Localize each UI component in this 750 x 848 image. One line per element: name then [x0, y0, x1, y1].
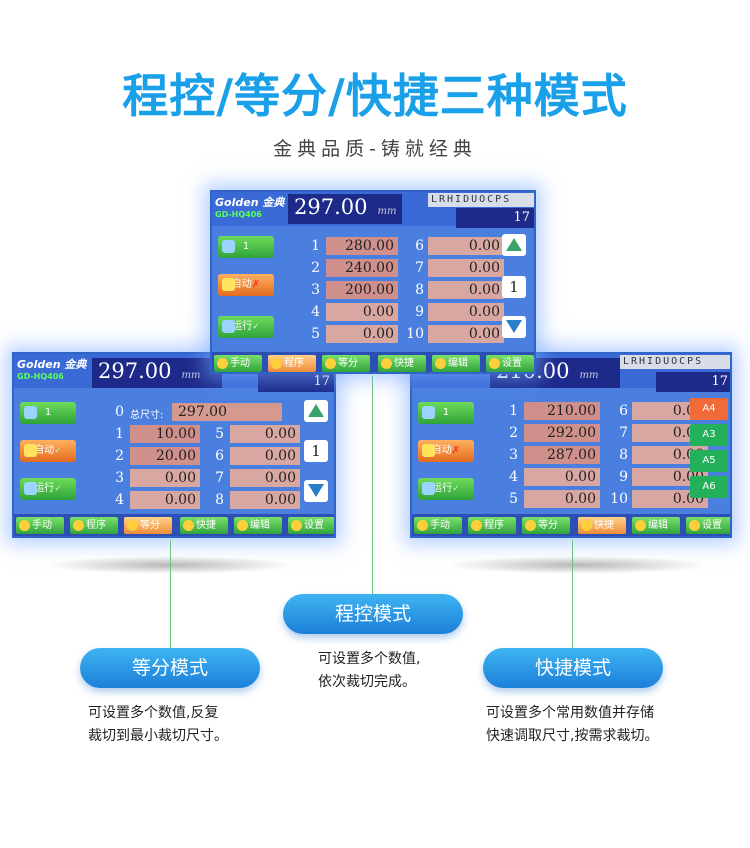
bottom-toolbar: 手动 程序 等分 快捷 编辑 设置: [14, 514, 334, 536]
down-arrow-button[interactable]: [502, 316, 526, 338]
monitor-icon: [422, 482, 435, 495]
tab-settings[interactable]: 设置: [686, 517, 730, 534]
down-arrow-icon: [308, 484, 324, 497]
connector-line: [572, 540, 573, 650]
screen-shadow-right: [445, 556, 710, 574]
tab-division[interactable]: 等分: [322, 355, 370, 372]
down-arrow-icon: [506, 320, 522, 333]
knife-icon: [24, 406, 37, 419]
brand-logo: Golden 金典 GD-HQ406: [17, 358, 87, 381]
shortcut-mode-label: 快捷模式: [483, 648, 663, 688]
tab-program[interactable]: 程序: [70, 517, 118, 534]
count-display: 17: [456, 208, 534, 228]
tab-division[interactable]: 等分: [124, 517, 172, 534]
run-button[interactable]: 运行✓: [418, 478, 474, 500]
count-display: 17: [656, 372, 730, 392]
tab-settings[interactable]: 设置: [288, 517, 334, 534]
page-title: 程控/等分/快捷三种模式: [122, 69, 628, 123]
auto-button[interactable]: 自动✗: [418, 440, 474, 462]
connector-line: [372, 376, 373, 594]
run-button[interactable]: 运行✓: [20, 478, 76, 500]
auto-icon: [222, 278, 235, 291]
tab-edit[interactable]: 编辑: [234, 517, 282, 534]
monitor-icon: [222, 320, 235, 333]
auto-icon: [422, 444, 435, 457]
knife-button[interactable]: 1: [20, 402, 76, 424]
paper-size-button[interactable]: A6: [690, 476, 728, 498]
total-size-row[interactable]: 0 总尺寸: 297.00: [110, 403, 290, 421]
tab-manual[interactable]: 手动: [214, 355, 262, 372]
shortcut-mode-desc: 可设置多个常用数值并存储 快速调取尺寸,按需求裁切。: [486, 705, 659, 744]
run-button[interactable]: 运行✓: [218, 316, 274, 338]
knife-icon: [222, 240, 235, 253]
step-button[interactable]: 1: [502, 276, 526, 298]
division-mode-label: 等分模式: [80, 648, 260, 688]
total-size-value[interactable]: 297.00: [172, 403, 282, 421]
tab-division[interactable]: 等分: [522, 517, 570, 534]
count-display: 17: [258, 372, 334, 392]
paper-size-button[interactable]: A5: [690, 450, 728, 472]
tab-program[interactable]: 程序: [268, 355, 316, 372]
tab-shortcut[interactable]: 快捷: [578, 517, 626, 534]
knife-button[interactable]: 1: [418, 402, 474, 424]
programmed-mode-desc: 可设置多个数值, 依次裁切完成。: [318, 651, 421, 690]
tab-manual[interactable]: 手动: [16, 517, 64, 534]
programmed-mode-label: 程控模式: [283, 594, 463, 634]
tab-shortcut[interactable]: 快捷: [378, 355, 426, 372]
bottom-toolbar: 手动 程序 等分 快捷 编辑 设置: [212, 352, 534, 372]
tab-program[interactable]: 程序: [468, 517, 516, 534]
paper-size-button[interactable]: A4: [690, 398, 728, 420]
tab-edit[interactable]: 编辑: [632, 517, 680, 534]
bottom-toolbar: 手动 程序 等分 快捷 编辑 设置: [412, 514, 730, 536]
division-mode-desc: 可设置多个数值,反复 裁切到最小裁切尺寸。: [88, 705, 228, 744]
tab-manual[interactable]: 手动: [414, 517, 462, 534]
brand-logo: Golden 金典 GD-HQ406: [215, 196, 285, 219]
monitor-icon: [24, 482, 37, 495]
up-arrow-icon: [308, 404, 324, 417]
auto-button[interactable]: 自动✓: [20, 440, 76, 462]
tab-shortcut[interactable]: 快捷: [180, 517, 228, 534]
auto-icon: [24, 444, 37, 457]
tab-edit[interactable]: 编辑: [432, 355, 480, 372]
auto-button[interactable]: 自动✗: [218, 274, 274, 296]
status-indicators: LRHIDUOCPS: [428, 193, 534, 207]
knife-button[interactable]: 1: [218, 236, 274, 258]
up-arrow-icon: [506, 238, 522, 251]
up-arrow-button[interactable]: [304, 400, 328, 422]
down-arrow-button[interactable]: [304, 480, 328, 502]
step-button[interactable]: 1: [304, 440, 328, 462]
status-indicators: LRHIDUOCPS: [620, 355, 730, 369]
page-subtitle: 金典品质-铸就经典: [273, 138, 477, 160]
tab-settings[interactable]: 设置: [486, 355, 534, 372]
up-arrow-button[interactable]: [502, 234, 526, 256]
connector-line: [170, 540, 171, 650]
knife-icon: [422, 406, 435, 419]
paper-size-button[interactable]: A3: [690, 424, 728, 446]
